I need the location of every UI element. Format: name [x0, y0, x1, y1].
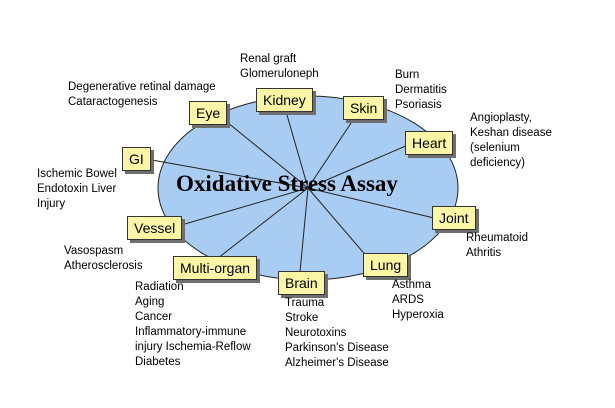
spoke-kidney [284, 107, 309, 189]
condition-text: Vasospasm [64, 245, 124, 257]
condition-text: Rheumatoid [466, 232, 529, 244]
condition-text: deficiency) [470, 157, 525, 169]
conditions-kidney: Renal graft Glomeruloneph [240, 52, 319, 82]
organ-box-multi-organ: Multi-organ [173, 256, 258, 280]
conditions-heart: Angioplasty, Keshan disease (selenium de… [470, 111, 552, 171]
organ-box-vessel: Vessel [127, 216, 183, 240]
condition-text: ARDS [392, 294, 424, 306]
conditions-joint: Rheumatoid Athritis [466, 231, 528, 261]
conditions-skin: Burn Dermatitis Psoriasis [395, 68, 447, 113]
spoke-lung [307, 187, 369, 259]
spoke-brain [299, 187, 309, 273]
diagram-title: Oxidative Stress Assay [176, 171, 398, 196]
organ-box-heart: Heart [405, 131, 454, 155]
spoke-joint [307, 187, 435, 219]
condition-text: Renal graft [240, 53, 297, 65]
condition-text: injury Ischemia-Reflow [135, 341, 251, 353]
conditions-eye: Degenerative retinal damage Cataractogen… [68, 80, 216, 110]
condition-text: Cancer [135, 311, 173, 323]
condition-text: Radiation [135, 281, 184, 293]
spoke-eye [221, 117, 309, 189]
condition-text: Degenerative retinal damage [68, 81, 216, 93]
conditions-gi: Ischemic Bowel Endotoxin Liver Injury [37, 167, 117, 212]
spoke-gi [151, 159, 309, 189]
spoke-heart [307, 144, 409, 189]
condition-text: Alzheimer's Disease [285, 357, 389, 369]
condition-text: (selenium [470, 142, 520, 154]
condition-text: Aging [135, 296, 165, 308]
condition-text: Ischemic Bowel [37, 168, 117, 180]
condition-text: Athritis [466, 247, 502, 259]
spoke-multi-organ [217, 187, 309, 259]
spoke-skin [307, 113, 358, 189]
condition-text: Neurotoxins [285, 327, 347, 339]
condition-text: Hyperoxia [392, 309, 444, 321]
condition-text: Injury [37, 198, 66, 210]
organ-box-gi: GI [122, 147, 151, 171]
condition-text: Diabetes [135, 356, 181, 368]
condition-text: Keshan disease [470, 127, 552, 139]
condition-text: Asthma [392, 279, 431, 291]
condition-text: Angioplasty, [470, 112, 532, 124]
organ-box-eye: Eye [189, 101, 228, 125]
condition-text: Cataractogenesis [68, 96, 158, 108]
organ-box-joint: Joint [432, 206, 476, 230]
condition-text: Stroke [285, 312, 319, 324]
condition-text: Endotoxin Liver [37, 183, 117, 195]
organ-box-lung: Lung [363, 253, 409, 277]
conditions-brain: Trauma Stroke Neurotoxins Parkinson's Di… [285, 296, 389, 371]
condition-text: Trauma [285, 297, 325, 309]
organ-box-kidney: Kidney [256, 88, 313, 112]
spoke-vessel [177, 187, 309, 227]
conditions-vessel: Vasospasm Atherosclerosis [64, 244, 143, 274]
condition-text: Parkinson's Disease [285, 342, 389, 354]
condition-text: Inflammatory-immune [135, 326, 247, 338]
condition-text: Psoriasis [395, 99, 442, 111]
conditions-lung: Asthma ARDS Hyperoxia [392, 278, 444, 323]
condition-text: Atherosclerosis [64, 260, 143, 272]
condition-text: Glomeruloneph [240, 68, 319, 80]
conditions-multi-organ: Radiation Aging Cancer Inflammatory-immu… [135, 280, 251, 370]
organ-box-brain: Brain [278, 271, 325, 295]
organ-box-skin: Skin [343, 96, 385, 120]
condition-text: Dermatitis [395, 84, 447, 96]
condition-text: Burn [395, 69, 420, 81]
